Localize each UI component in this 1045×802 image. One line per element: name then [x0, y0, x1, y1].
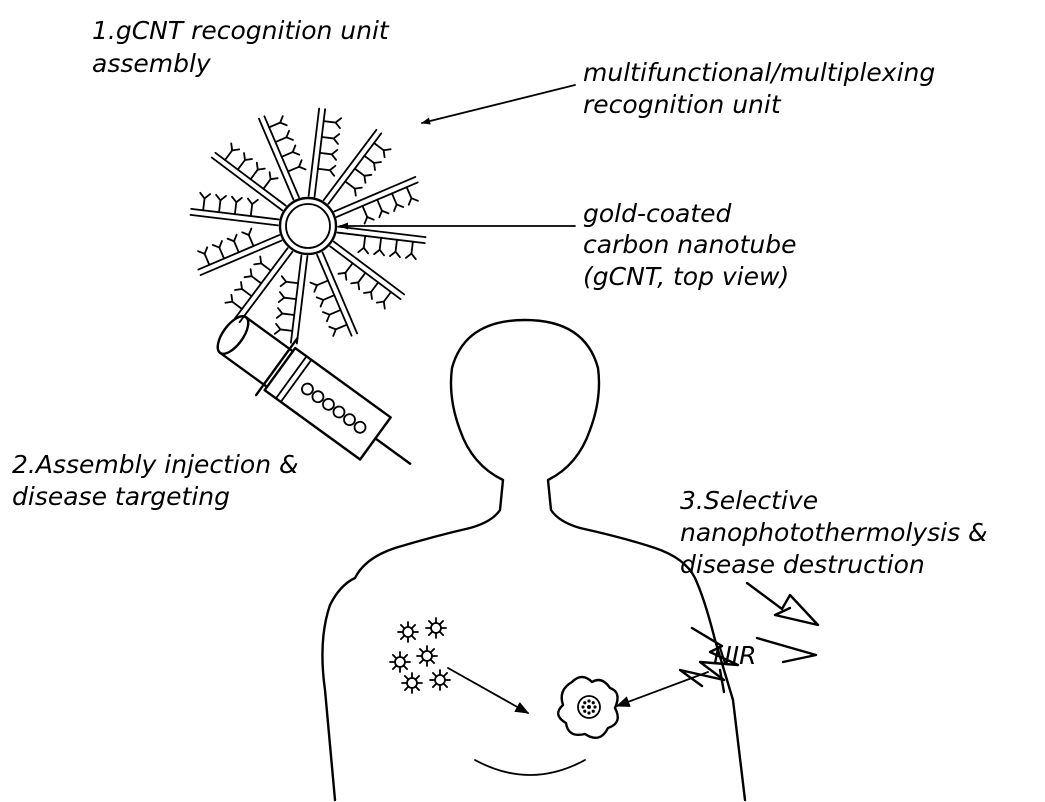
step3-label-line1: 3.Selective — [680, 486, 818, 515]
recognition-unit — [334, 177, 418, 224]
step2-label-line1: 2.Assembly injection & — [12, 450, 299, 479]
gcnt-inner-ring — [286, 204, 330, 248]
step2-label-line2: disease targeting — [12, 482, 230, 511]
gcnt-label: gold-coated carbon nanotube (gCNT, top v… — [583, 199, 797, 291]
recognition-unit — [310, 252, 357, 336]
step2-label: 2.Assembly injection & disease targeting — [12, 450, 299, 511]
gcnt-label-line2: carbon nanotube — [583, 230, 797, 259]
targeting-arrow — [448, 668, 528, 713]
step1-label: 1.gCNT recognition unit assembly — [92, 16, 390, 78]
gcnt-label-line1: gold-coated — [583, 199, 732, 228]
step1-label-line2: assembly — [92, 49, 212, 78]
nir-label: NIR — [713, 641, 756, 670]
nir-arrow — [617, 672, 708, 706]
recognition-unit — [259, 116, 306, 200]
step1-label-line1: 1.gCNT recognition unit — [92, 16, 390, 45]
step3-label-line3: disease destruction — [680, 550, 925, 579]
recognition-unit-label: multifunctional/multiplexing recognition… — [583, 58, 935, 119]
nir-lightning-icon: NIR — [617, 583, 818, 706]
nanoparticle — [402, 673, 422, 693]
recognition-unit-arrow — [422, 85, 575, 123]
gcnt-outer-ring — [280, 198, 336, 254]
gcnt-label-line3: (gCNT, top view) — [583, 262, 789, 291]
diseased-cell-icon — [558, 677, 618, 738]
recognition-unit-label-line2: recognition unit — [583, 90, 782, 119]
step3-label-line2: nanophotothermolysis & — [680, 518, 988, 547]
nanoparticle — [398, 622, 418, 642]
nanoparticle — [417, 646, 437, 666]
human-neckline — [475, 760, 585, 775]
nanoparticle — [390, 652, 410, 672]
nanoparticle — [426, 618, 446, 638]
recognition-unit-label-line1: multifunctional/multiplexing — [583, 58, 935, 87]
nanoparticle-cluster-icon — [390, 618, 450, 693]
step3-label: 3.Selective nanophotothermolysis & disea… — [680, 486, 988, 579]
recognition-unit — [198, 228, 282, 275]
nanoparticle — [430, 670, 450, 690]
